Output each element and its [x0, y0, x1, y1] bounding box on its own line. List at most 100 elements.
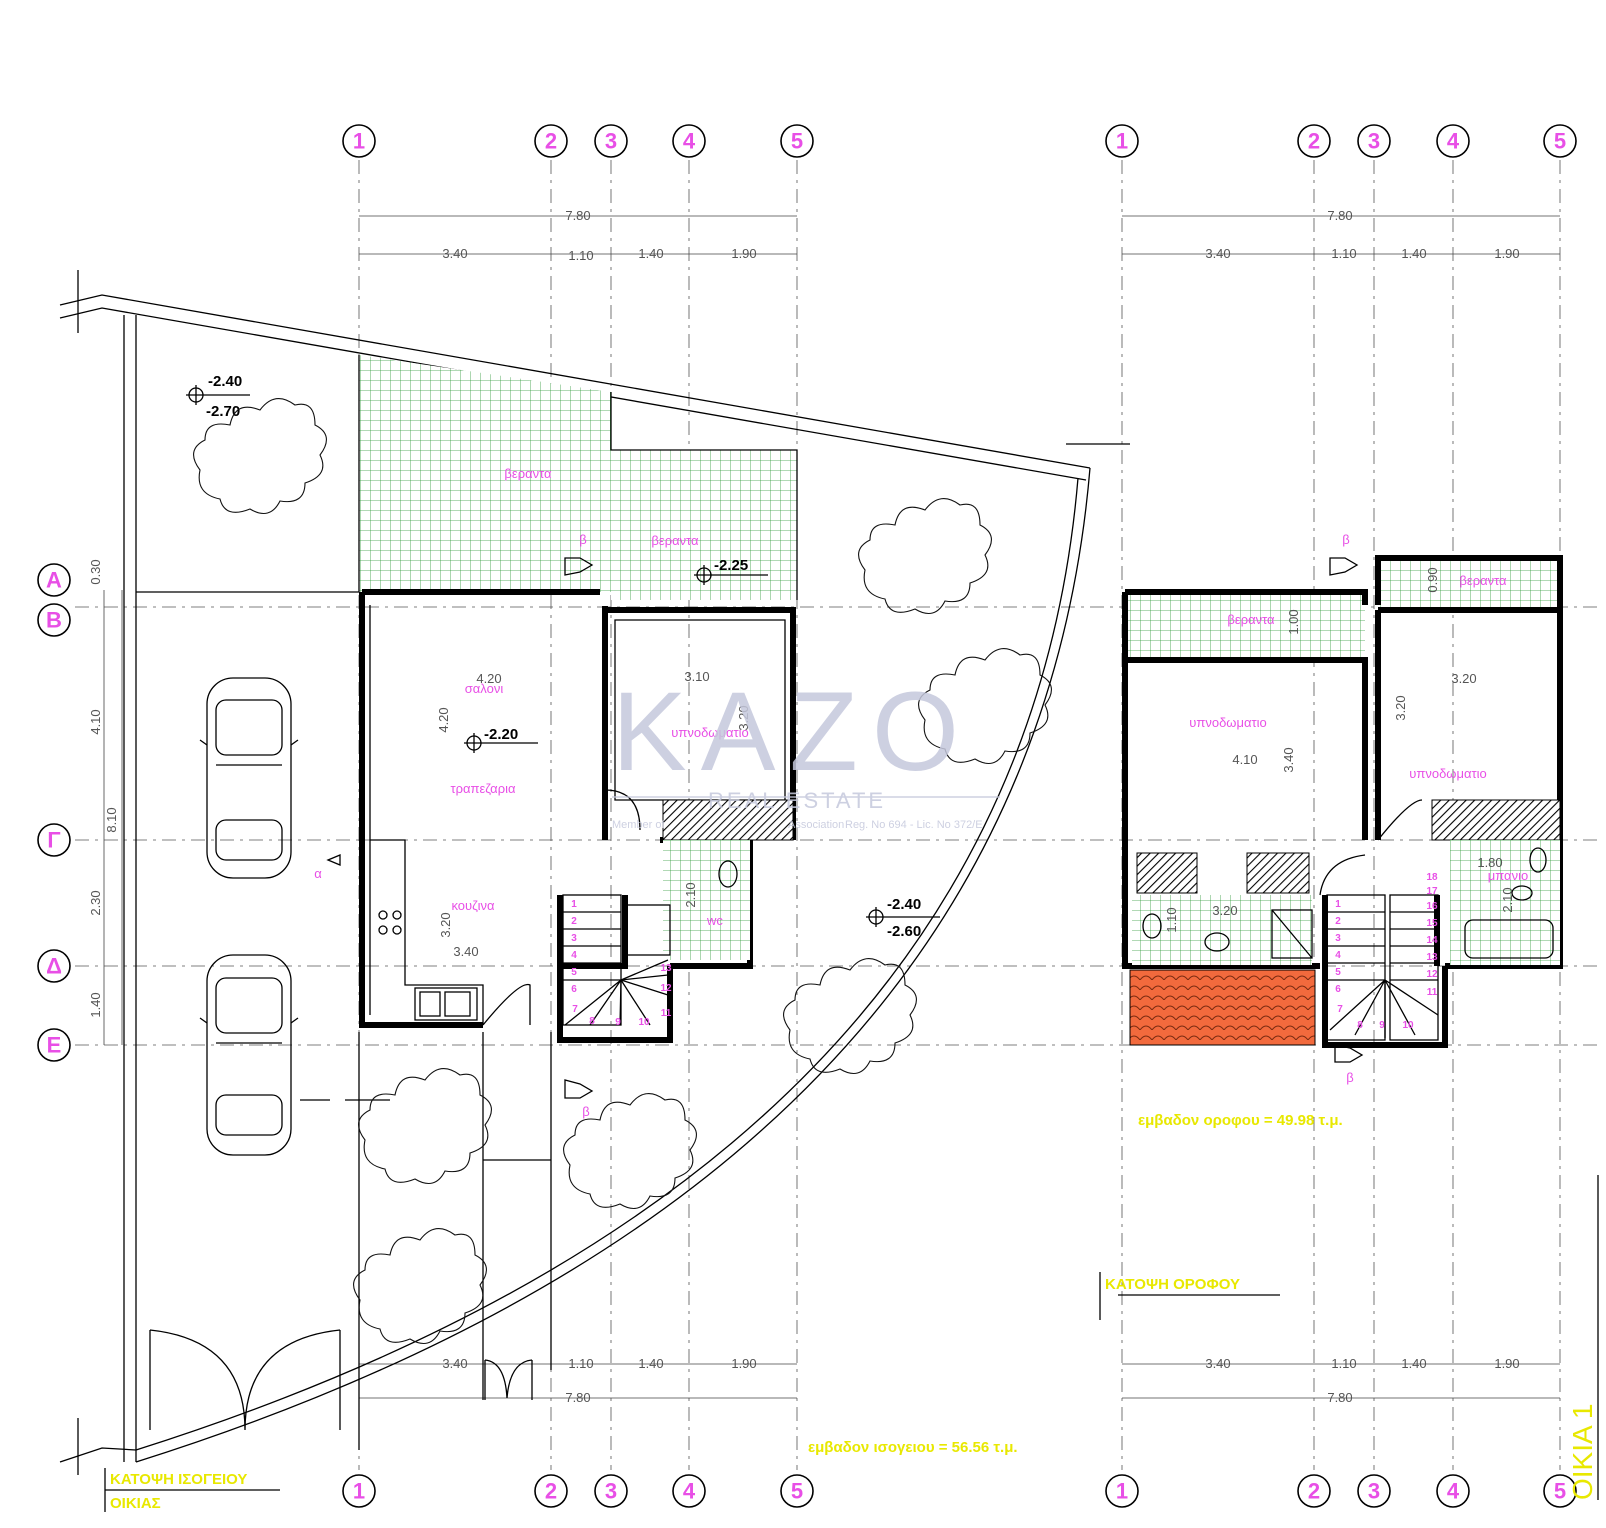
svg-text:1: 1: [1116, 129, 1128, 154]
svg-text:2: 2: [545, 1479, 557, 1504]
axis-bubble-bottom-ground-4: 4: [672, 1474, 706, 1508]
upper-bath-height: 1.10: [1164, 907, 1179, 932]
upper-step-4: 4: [1335, 950, 1341, 961]
dim-seg-3-upper: 1.40: [1401, 246, 1426, 261]
svg-text:4: 4: [1447, 129, 1460, 154]
ground-bedroom-label: υπνοδωματιο: [671, 725, 748, 740]
upper-title: ΚΑΤΟΨΗ ΟΡΟΦΟΥ: [1105, 1276, 1240, 1293]
dim-seg-2: 1.10: [568, 248, 593, 263]
dim-seg-4-upper: 1.90: [1494, 246, 1519, 261]
upper-step-10: 10: [1402, 1020, 1414, 1031]
ground-step-8: 8: [589, 1016, 595, 1027]
ground-levels: -2.40 -2.70 -2.25 -2.20 -2.40 -2.60: [186, 373, 940, 940]
upper-step-9: 9: [1379, 1020, 1385, 1031]
svg-text:Β: Β: [46, 608, 62, 633]
upper-step-13: 13: [1426, 952, 1438, 963]
upper-step-5: 5: [1335, 967, 1341, 978]
dim-seg-3-bottom: 1.40: [638, 1356, 663, 1371]
tree-icon: [918, 648, 1052, 765]
svg-text:-2.40: -2.40: [887, 896, 921, 913]
axis-bubble-bottom-ground-5: 5: [780, 1474, 814, 1508]
svg-text:5: 5: [1554, 129, 1566, 154]
kazo-watermark: KAZO REAL ESTATE Member of Association R…: [612, 669, 1000, 831]
axis-bubble-bottom-ground-2: 2: [534, 1474, 568, 1508]
upper-step-12: 12: [1426, 969, 1438, 980]
dim-seg-3: 1.40: [638, 246, 663, 261]
watermark-member: Member of: [612, 819, 666, 831]
svg-text:1: 1: [353, 129, 365, 154]
ground-step-9: 9: [615, 1017, 621, 1028]
svg-text:4: 4: [683, 1479, 696, 1504]
axis-bubble-top-ground-2: 2: [534, 124, 568, 158]
kitchen-label: κουζινα: [451, 898, 495, 913]
tree-icon: [783, 958, 917, 1075]
tree-icon: [353, 1228, 487, 1345]
dim-row-5: 1.40: [88, 992, 103, 1017]
ground-title-2: ΟΙΚΙΑΣ: [110, 1495, 161, 1512]
ground-veranda-label: βεραντα: [504, 466, 552, 481]
ground-title-1: ΚΑΤΟΨΗ ΙΣΟΓΕΙΟΥ: [110, 1471, 247, 1488]
dim-seg-1-upper: 3.40: [1205, 246, 1230, 261]
dim-total-bottom-ground: 7.80: [565, 1390, 590, 1405]
axis-bubble-top-upper-2: 2: [1297, 124, 1331, 158]
section-markers: β β α β β: [314, 532, 1364, 1119]
svg-text:-2.70: -2.70: [206, 403, 240, 420]
section-b-upper-top: β: [1342, 532, 1349, 547]
ground-staircase: 1 2 3 4 5 6 7 8 9 10 11 12 13: [562, 894, 672, 1028]
svg-text:-2.20: -2.20: [484, 726, 518, 743]
tree-icon: [193, 398, 327, 515]
watermark-association: Association: [788, 819, 844, 831]
axis-bubble-row-a: Α: [37, 563, 71, 597]
svg-text:5: 5: [791, 1479, 803, 1504]
kitchen-width: 3.40: [453, 944, 478, 959]
ground-room-labels: βεραντα βεραντα σαλονι τραπεζαρια κουζιν…: [436, 466, 751, 959]
bed-height: 3.20: [736, 705, 751, 730]
upper-bath-label: μπανιο: [1488, 868, 1528, 883]
axis-bubble-row-d: Δ: [37, 949, 71, 983]
svg-text:2: 2: [1308, 129, 1320, 154]
dining-room-label: τραπεζαρια: [451, 781, 516, 796]
svg-text:-2.40: -2.40: [208, 373, 242, 390]
ground-step-1: 1: [571, 899, 577, 910]
level-marker-living: -2.20: [464, 726, 538, 753]
dim-seg-2-upper: 1.10: [1331, 246, 1356, 261]
dim-row-3: 8.10: [104, 807, 119, 832]
level-marker-garden-right: -2.40 -2.60: [866, 896, 940, 940]
axis-bubble-bottom-upper-3: 3: [1357, 1474, 1391, 1508]
upper-step-2: 2: [1335, 916, 1341, 927]
ground-step-12: 12: [660, 983, 672, 994]
upper-step-17: 17: [1426, 886, 1438, 897]
upper-bed2-height: 3.20: [1393, 695, 1408, 720]
living-room-label: σαλονι: [465, 681, 504, 696]
axis-bubble-top-upper-3: 3: [1357, 124, 1391, 158]
axis-bubble-row-b: Β: [37, 603, 71, 637]
ground-step-13: 13: [660, 963, 672, 974]
axis-bubble-top-upper-5: 5: [1543, 124, 1577, 158]
axis-bubble-top-ground-1: 1: [342, 124, 376, 158]
upper-veranda-left-label: βεραντα: [1227, 612, 1275, 627]
ground-step-2: 2: [571, 916, 577, 927]
kitchen-height: 3.20: [438, 912, 453, 937]
ground-step-3: 3: [571, 933, 577, 944]
ground-step-10: 10: [638, 1017, 650, 1028]
upper-title-block: εμβαδον οροφου = 49.98 τ.μ. ΚΑΤΟΨΗ ΟΡΟΦΟ…: [1099, 1112, 1599, 1500]
axis-bubble-bottom-upper-5: 5: [1543, 1474, 1577, 1508]
upper-bath-width: 3.20: [1212, 903, 1237, 918]
ground-area: εμβαδον ισογειου = 56.56 τ.μ.: [808, 1439, 1018, 1456]
upper-step-6: 6: [1335, 984, 1341, 995]
svg-text:5: 5: [791, 129, 803, 154]
dim-seg-4-bottom: 1.90: [731, 1356, 756, 1371]
ground-step-6: 6: [571, 984, 577, 995]
car-1-icon: [199, 677, 299, 879]
svg-text:Ε: Ε: [47, 1033, 62, 1058]
upper-floor: [1122, 555, 1563, 1048]
section-a: α: [314, 866, 322, 881]
dim-row-4: 2.30: [88, 890, 103, 915]
dim-seg-3-upper-bottom: 1.40: [1401, 1356, 1426, 1371]
axis-bubble-bottom-upper-1: 1: [1105, 1474, 1139, 1508]
upper-bedroom-1-label: υπνοδωματιο: [1189, 715, 1266, 730]
bed-width: 3.10: [684, 669, 709, 684]
svg-text:Α: Α: [46, 568, 62, 593]
dim-seg-1-bottom: 3.40: [442, 1356, 467, 1371]
